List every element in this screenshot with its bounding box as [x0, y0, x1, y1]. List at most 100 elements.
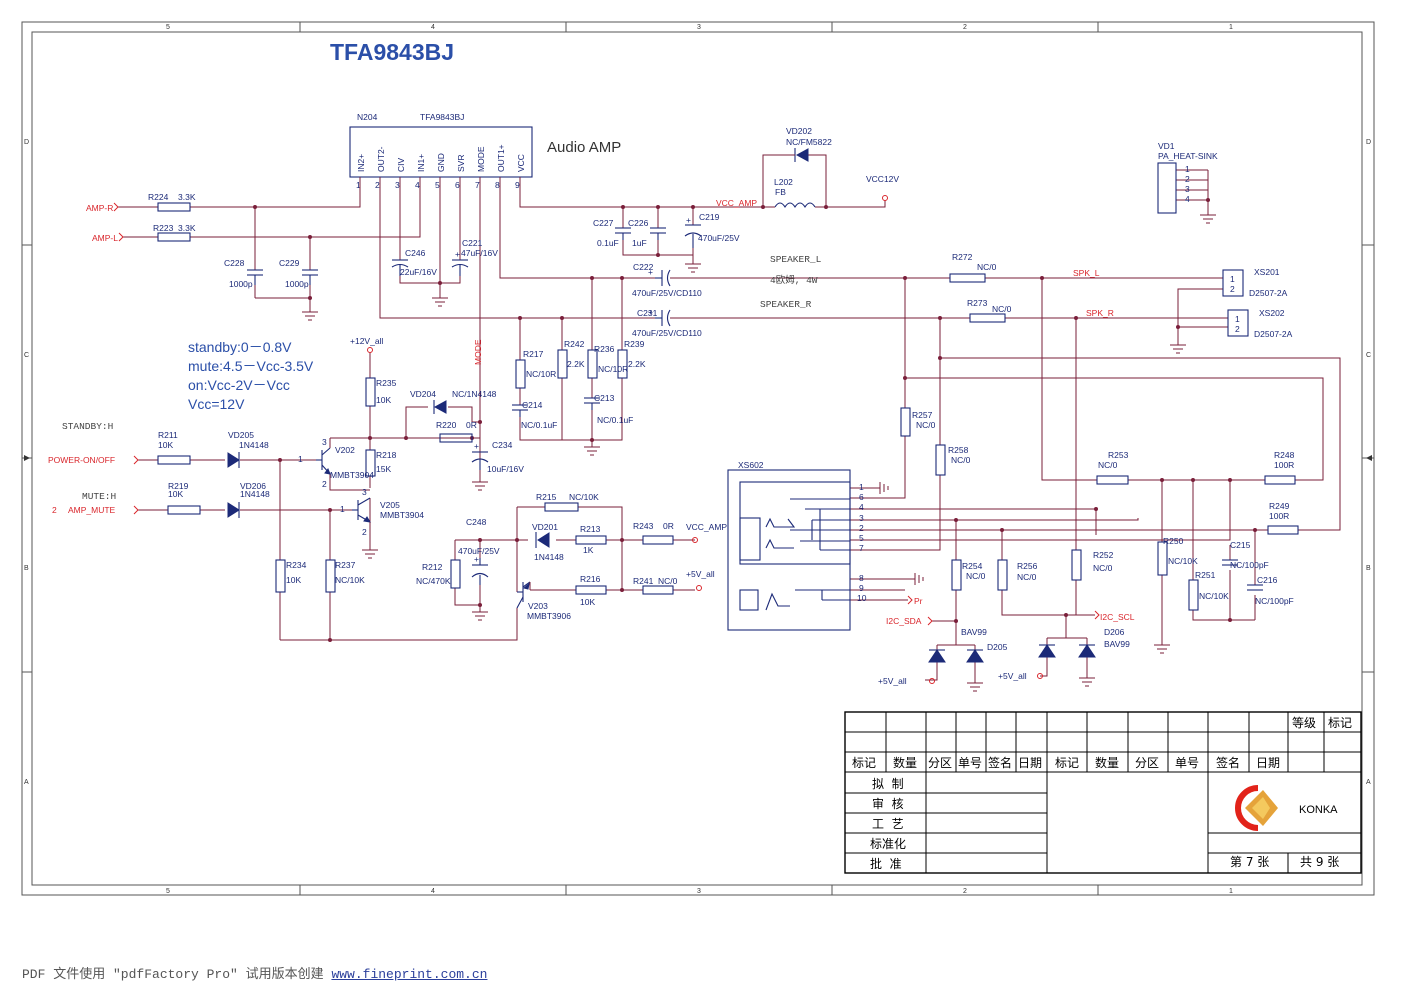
v203-transistor [516, 581, 531, 609]
zone-1-bottom: 1 [1229, 888, 1233, 895]
r239-body [617, 349, 628, 379]
r220-ref: R220 [436, 420, 457, 430]
xs202-ref: XS202 [1259, 308, 1285, 318]
v202-pin-3: 3 [322, 437, 327, 447]
r243-value: 0R [663, 521, 674, 531]
r212-ref: R212 [422, 562, 443, 572]
r273-body [969, 313, 1006, 323]
ic-pin-name-3: CIV [396, 158, 406, 173]
r219-value: 10K [168, 489, 183, 499]
r257-ref: R257 [912, 410, 933, 420]
c221-value: 47uF/16V [461, 248, 498, 258]
r258-value: NC/0 [951, 455, 971, 465]
c246-value: 22uF/16V [400, 267, 437, 277]
c231-value: 470uF/25V/CD110 [632, 328, 702, 338]
vd204-diode [433, 400, 447, 414]
c215-ref: C215 [1230, 540, 1251, 550]
r217-body [515, 359, 526, 389]
r218-ref: R218 [376, 450, 397, 460]
jack-pin-2: 2 [859, 523, 864, 533]
v205-pin-2: 2 [362, 527, 367, 537]
vd206-value: 1N4148 [240, 489, 270, 499]
r248-value: 100R [1274, 460, 1294, 470]
r252-ref: R252 [1093, 550, 1114, 560]
ic-pin-num-8: 8 [495, 180, 500, 190]
c213-value: NC/0.1uF [597, 415, 633, 425]
ic-pin-name-8: OUT1+ [496, 144, 506, 172]
c222-ref: C222 [633, 262, 654, 272]
r256-value: NC/0 [1017, 572, 1037, 582]
xs201-pin-1: 1 [1230, 274, 1235, 284]
svg-text:分区: 分区 [928, 756, 952, 770]
i2c-sda-label: I2C_SDA [886, 616, 922, 626]
xs202-value: D2507-2A [1254, 329, 1293, 339]
v205-value: MMBT3904 [380, 510, 424, 520]
svg-text:标记: 标记 [1055, 756, 1079, 770]
svg-text:+: + [648, 267, 653, 277]
tb-columns: 标记 数量 分区 单号 签名 日期 标记 数量 分区 单号 签名 日期 [852, 755, 1280, 770]
c213-symbol [584, 397, 600, 410]
note-mute: mute:4.5－Vcc-3.5V [188, 358, 314, 374]
zone-4-top: 4 [431, 24, 435, 31]
v203-value: MMBT3906 [527, 611, 571, 621]
r236-body [587, 349, 598, 379]
vcc-amp-label: VCC_AMP [716, 198, 757, 208]
r258-ref: R258 [948, 445, 969, 455]
xs201-value: D2507-2A [1249, 288, 1288, 298]
gnd-10 [1154, 644, 1170, 654]
r220-body [439, 433, 473, 443]
r235-body [365, 377, 376, 407]
zone-1-top: 1 [1229, 24, 1233, 31]
r272-ref: R272 [952, 252, 973, 262]
vd205-ref: VD205 [228, 430, 254, 440]
capacitor-symbols [247, 224, 1263, 591]
vd205-value: 1N4148 [239, 440, 269, 450]
r242-body [557, 349, 568, 379]
r211-body [157, 455, 191, 465]
ic-pin-num-1: 1 [356, 180, 361, 190]
vd206-diode [227, 502, 240, 518]
c226-value: 1uF [632, 238, 647, 248]
d205-ref: D205 [987, 642, 1008, 652]
title-block: 等级 标记 标记 数量 分区 单号 签名 日期 标记 数量 分区 单号 签名 日… [844, 711, 1362, 874]
c216-ref: C216 [1257, 575, 1278, 585]
zone-2-bottom: 2 [963, 888, 967, 895]
c231-ref: C231 [637, 308, 658, 318]
vd202-value: NC/FM5822 [786, 137, 832, 147]
r215-value: NC/10K [569, 492, 599, 502]
ic-pin-num-5: 5 [435, 180, 440, 190]
r254-body [951, 559, 962, 591]
r257-value: NC/0 [916, 420, 936, 430]
gnd-5 [472, 481, 488, 491]
d205-diode [928, 649, 984, 663]
ic-pin-name-6: SVR [456, 155, 466, 172]
r252-body [1071, 549, 1082, 581]
zone-b-right: B [1366, 565, 1371, 572]
c231-symbol [655, 309, 671, 327]
xs602-ref: XS602 [738, 460, 764, 470]
r243-body [642, 535, 674, 545]
r213-body [575, 535, 607, 545]
xs202-pin-2: 2 [1235, 324, 1240, 334]
c215-value: NC/100pF [1230, 560, 1269, 570]
footer-link[interactable]: www.fineprint.com.cn [331, 967, 488, 982]
zone-a-left: A [24, 779, 29, 786]
note-standby: standby:0－0.8V [188, 339, 292, 355]
r253-ref: R253 [1108, 450, 1129, 460]
v203-ref: V203 [528, 601, 548, 611]
svg-text:+: + [455, 249, 460, 259]
r216-ref: R216 [580, 574, 601, 584]
c229-value: 1000p [285, 279, 309, 289]
svg-text:批 准: 批 准 [870, 856, 902, 871]
ic-pin-num-9: 9 [515, 180, 520, 190]
jack-pin-1: 1 [859, 482, 864, 492]
sheet-number: 第 7 张 [1230, 855, 1269, 869]
brand-name: KONKA [1299, 804, 1338, 816]
r216-value: 10K [580, 597, 595, 607]
r213-ref: R213 [580, 524, 601, 534]
gnd-11 [967, 682, 983, 692]
ic-pin-name-5: GND [436, 153, 446, 172]
zone-5-bottom: 5 [166, 888, 170, 895]
vd206-ref: VD206 [240, 481, 266, 491]
